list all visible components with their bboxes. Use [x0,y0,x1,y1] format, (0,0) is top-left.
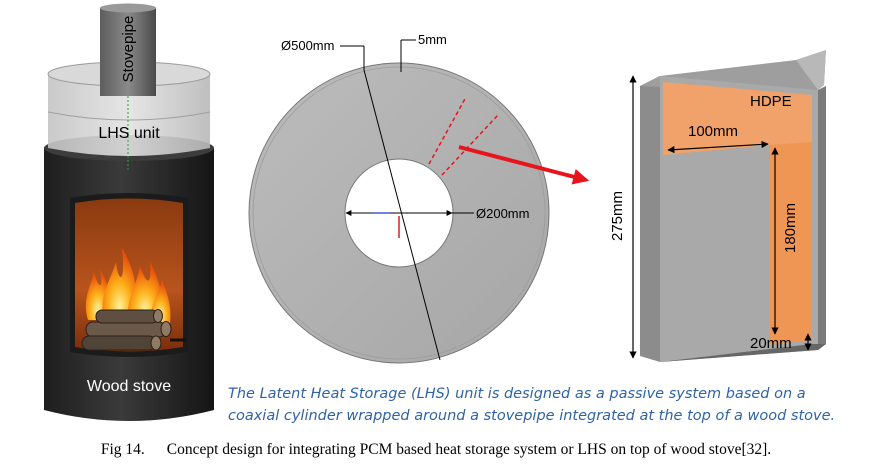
stove-illustration: Stovepipe LHS unit Wood stove [44,3,214,421]
stovepipe-label: Stovepipe [120,16,137,83]
caption-number: Fig 14. [100,441,145,458]
thickness-label: 5mm [418,32,447,47]
height-label: 180mm [782,203,799,253]
description-line: The Latent Heat Storage (LHS) unit is de… [228,386,806,402]
width-label: 100mm [688,123,738,140]
material-label: HDPE [750,93,792,110]
stovepipe [100,8,156,96]
total-height-label: 275mm [609,191,626,241]
figure-description: The Latent Heat Storage (LHS) unit is de… [228,383,868,427]
concept-figure: Stovepipe LHS unit Wood stove Ø500mm 5mm… [44,3,826,421]
pointer-arrow [458,145,590,185]
lhs-unit-cylinder [48,74,210,156]
lhs-unit-label: LHS unit [98,125,160,142]
section-3d-model: HDPE 100mm 180mm 275mm 20mm [609,50,826,362]
inner-diameter-label: Ø200mm [476,206,529,221]
description-line: coaxial cylinder wrapped around a stovep… [228,408,836,424]
logs [81,309,172,351]
section-cut-line [428,96,467,165]
wood-stove-label: Wood stove [87,378,171,395]
caption-text: Concept design for integrating PCM based… [166,441,772,458]
ring-cross-section: Ø500mm 5mm Ø200mm [248,32,550,364]
base-label: 20mm [750,335,792,352]
width-dim-line [667,140,769,154]
figure-caption: Fig 14. Concept design for integrating PC… [0,441,872,459]
outer-diameter-label: Ø500mm [281,38,334,53]
